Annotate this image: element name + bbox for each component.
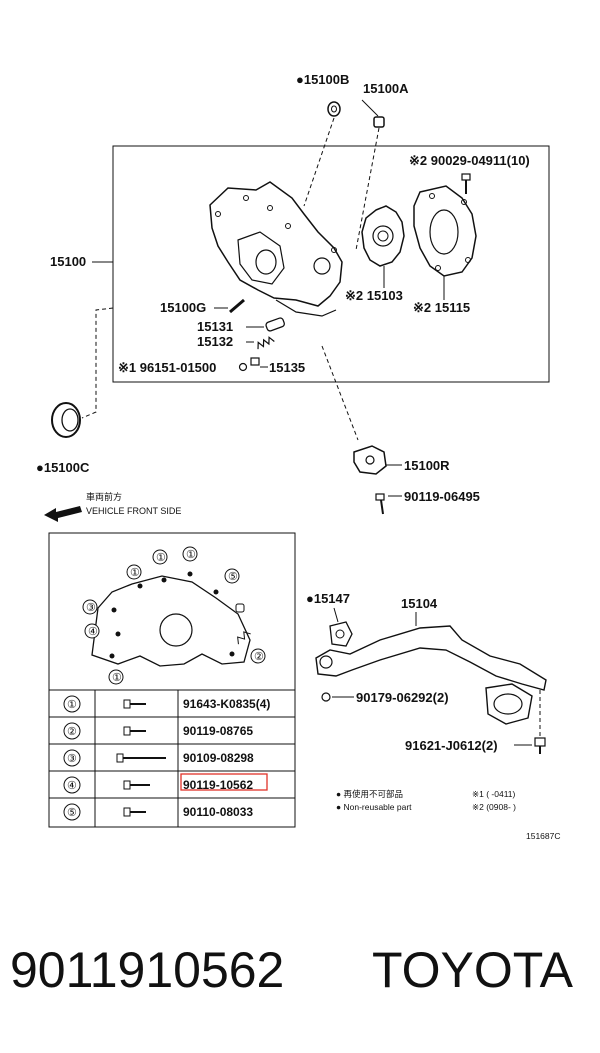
bolt-icon <box>123 780 150 790</box>
label-15100C[interactable]: ●15100C <box>36 460 90 475</box>
svg-text:④: ④ <box>88 626 98 638</box>
oil-pump-body <box>209 181 343 317</box>
legend-nonreusable-jp: ● 再使用不可部品 <box>336 789 403 799</box>
sensor-15100R <box>353 445 387 475</box>
row-number: ② <box>67 726 77 738</box>
front-side-jp: 車両前方 <box>86 491 122 502</box>
gasket-15147 <box>329 621 353 647</box>
row-number: ① <box>67 699 77 711</box>
label-15135[interactable]: 15135 <box>269 360 305 375</box>
bolt-layout-panel <box>48 532 296 828</box>
table-row-highlighted[interactable]: ④ 90119-10562 <box>63 773 268 794</box>
label-91621-J0612[interactable]: 91621-J0612(2) <box>405 738 498 753</box>
legend-note-1: ※1 ( -0411) <box>472 789 516 799</box>
bolt-icon <box>123 699 146 709</box>
highlight-box <box>180 773 268 791</box>
svg-text:①: ① <box>186 549 196 561</box>
label-15132[interactable]: 15132 <box>197 334 233 349</box>
label-90179-06292[interactable]: 90179-06292(2) <box>356 690 449 705</box>
label-15103[interactable]: ※2 15103 <box>345 288 403 303</box>
gear-15103 <box>361 205 405 267</box>
bolt-91621 <box>534 737 546 754</box>
bolt-table <box>48 689 296 828</box>
row-number: ④ <box>67 780 77 792</box>
part-number-highlighted[interactable]: 90119-10562 <box>183 778 253 792</box>
label-15104[interactable]: 15104 <box>401 596 438 611</box>
strainer-15104 <box>315 625 547 725</box>
footer-brand: TOYOTA <box>372 942 573 998</box>
assembly-frame <box>112 145 550 383</box>
label-90119-06495[interactable]: 90119-06495 <box>404 489 480 504</box>
svg-text:①: ① <box>130 567 140 579</box>
table-row[interactable]: ③ 90109-08298 <box>63 749 254 767</box>
svg-text:⑤: ⑤ <box>228 571 238 583</box>
row-number: ③ <box>67 753 77 765</box>
label-90029-04911[interactable]: ※2 90029-04911(10) <box>409 153 530 168</box>
label-15100A[interactable]: 15100A <box>363 81 409 96</box>
bolt-icon <box>116 753 166 763</box>
bolt-90119-06495 <box>375 493 385 515</box>
svg-text:③: ③ <box>86 602 96 614</box>
svg-text:①: ① <box>156 552 166 564</box>
nut-90179 <box>321 692 331 702</box>
screw-90029 <box>461 173 471 194</box>
spring-15132 <box>257 336 275 350</box>
footer-caption: 9011910562 TOYOTA <box>0 940 600 1000</box>
label-15100R[interactable]: 15100R <box>404 458 450 473</box>
table-row[interactable]: ② 90119-08765 <box>63 722 253 740</box>
table-row[interactable]: ① 91643-K0835(4) <box>63 695 270 713</box>
svg-text:②: ② <box>254 651 264 663</box>
part-number: 90119-08765 <box>183 724 253 738</box>
part-number: 90110-08033 <box>183 805 253 819</box>
part-number: 91643-K0835(4) <box>183 697 270 711</box>
label-15100G[interactable]: 15100G <box>160 300 206 315</box>
cover-15115 <box>413 185 477 277</box>
figure-code: 151687C <box>526 831 561 841</box>
legend-note-2: ※2 (0908- ) <box>472 802 516 812</box>
bolt-icon <box>123 726 146 736</box>
bolt-icon <box>123 807 146 817</box>
label-96151-01500[interactable]: ※1 96151-01500 <box>118 360 216 375</box>
label-15147[interactable]: ●15147 <box>306 591 350 606</box>
label-15100B[interactable]: ●15100B <box>296 72 349 87</box>
valve-15131 <box>265 317 285 332</box>
plug-15135 <box>250 357 260 366</box>
label-15100[interactable]: 15100 <box>50 254 86 269</box>
row-number: ⑤ <box>67 807 77 819</box>
svg-text:①: ① <box>112 672 122 684</box>
label-15115[interactable]: ※2 15115 <box>413 300 470 315</box>
label-15131[interactable]: 15131 <box>197 319 233 334</box>
front-side-en: VEHICLE FRONT SIDE <box>86 506 181 516</box>
part-number: 90109-08298 <box>183 751 254 765</box>
legend-nonreusable-en: ● Non-reusable part <box>336 802 412 812</box>
pump-outline-small <box>91 571 251 667</box>
front-arrow-icon <box>44 506 82 522</box>
seal-15100B <box>327 101 341 117</box>
seal-15100C <box>51 402 81 438</box>
footer-part-number: 9011910562 <box>10 942 285 998</box>
table-row[interactable]: ⑤ 90110-08033 <box>63 803 253 821</box>
callout-markers: ① ① ① ① ② ③ ④ ⑤ <box>82 546 266 685</box>
bolt-15100G <box>229 298 245 314</box>
pin-15100A <box>373 116 385 128</box>
oring-96151 <box>238 362 248 372</box>
